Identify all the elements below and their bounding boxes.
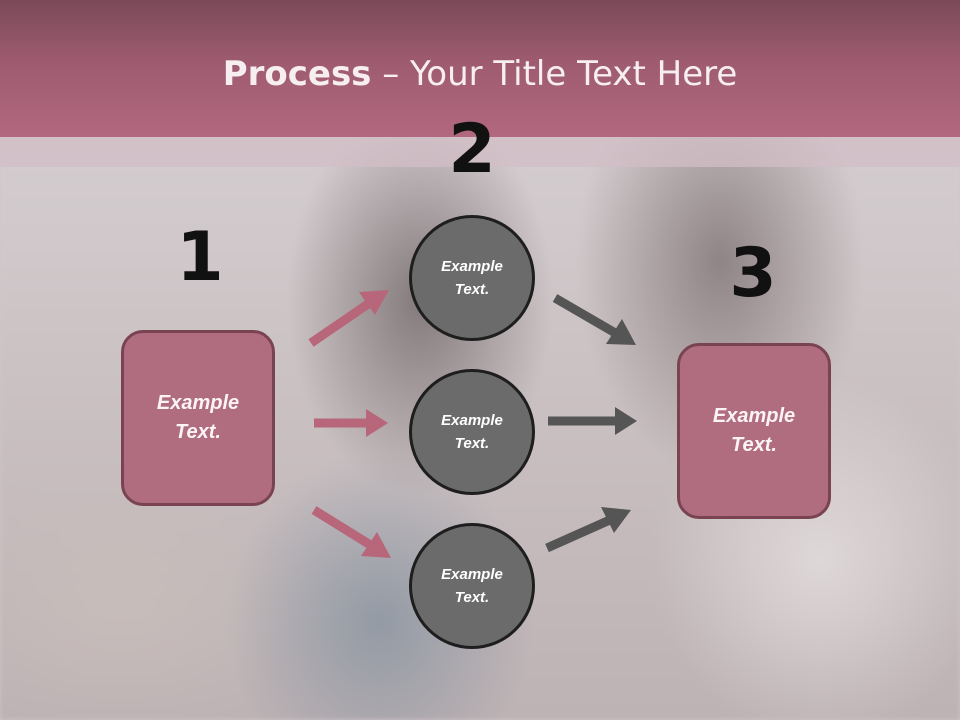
arrow-left-up <box>308 290 389 347</box>
step-number-2: 2 <box>448 110 496 189</box>
circle-middle-line1: Example <box>441 412 503 429</box>
step-number-3: 3 <box>729 234 777 313</box>
arrow-left-down <box>311 506 391 558</box>
circle-middle-line2: Text. <box>454 435 490 452</box>
title-bar-strip <box>0 137 960 167</box>
arrow-right-down <box>552 294 636 345</box>
arrow-right-middle <box>548 407 637 435</box>
circle-top-line1: Example <box>441 258 503 275</box>
step-number-1: 1 <box>176 218 224 297</box>
left-box-line2: Text. <box>175 421 221 443</box>
circle-bottom-line1: Example <box>441 566 503 583</box>
title-bold: Process <box>222 54 372 94</box>
title-rest: – Your Title Text Here <box>371 54 738 94</box>
slide-title: Process – Your Title Text Here <box>0 52 960 96</box>
circle-bottom-line2: Text. <box>454 589 490 606</box>
right-box-line1: Example <box>712 405 796 427</box>
arrow-right-up <box>545 507 631 553</box>
right-box-line2: Text. <box>731 434 777 456</box>
left-box-line1: Example <box>156 392 240 414</box>
circle-top-line2: Text. <box>454 281 490 298</box>
arrow-left-middle <box>314 409 388 437</box>
title-bar <box>0 0 960 137</box>
